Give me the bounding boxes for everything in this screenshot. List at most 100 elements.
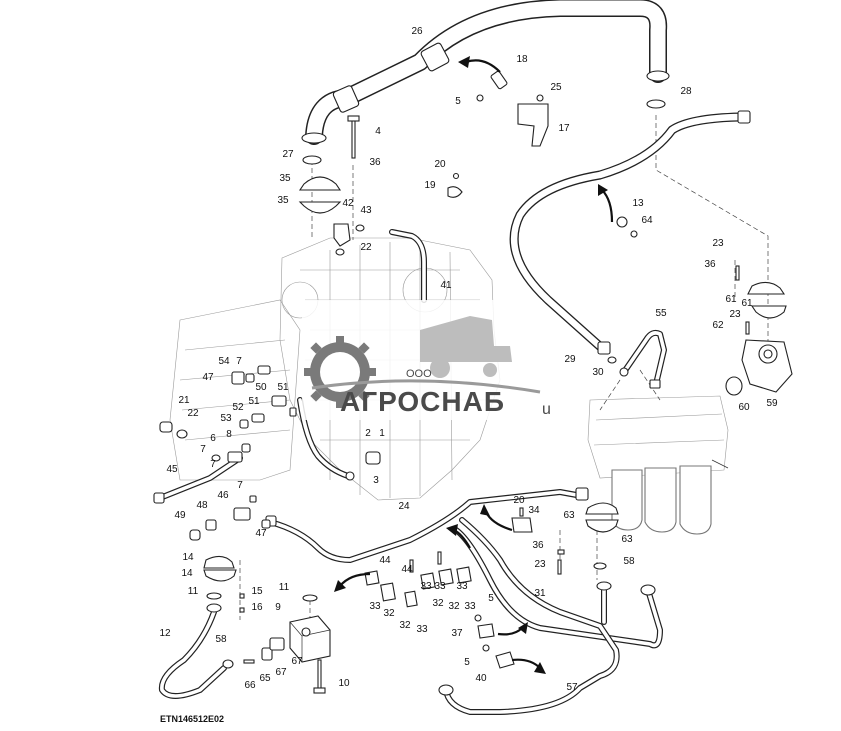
callout-c24: 24 [398,501,410,512]
callout-c20b: 20 [513,495,525,506]
callout-c35b: 35 [277,195,289,206]
callout-c63b: 63 [621,534,633,545]
callout-c33d: 33 [369,601,381,612]
callout-c16: 16 [251,602,263,613]
combine-harvester-icon [420,316,512,378]
callout-c7a: 7 [236,356,242,367]
tube-12 [158,603,227,699]
callout-c11b: 11 [279,582,290,593]
callout-c48: 48 [196,500,208,511]
tube-41 [389,229,427,303]
callout-c29: 29 [564,354,576,365]
watermark-company-prefix: ООО [406,368,432,380]
callout-c1: 1 [379,428,385,439]
callout-c59: 59 [766,398,778,409]
agrosnab-watermark: ООО АГРОСНАБ u [302,300,551,420]
callout-c8: 8 [226,429,232,440]
callout-c7d: 7 [237,480,243,491]
hose-45 [153,455,243,504]
hose-13 [509,110,751,355]
callout-c35a: 35 [279,173,291,184]
callout-c60: 60 [738,402,750,413]
callout-c14a: 14 [182,552,194,563]
callout-c44a: 44 [379,555,391,566]
callout-c14b: 14 [181,568,193,579]
callout-c20a: 20 [434,159,446,170]
callout-c44b: 44 [401,564,413,575]
tube-3 [297,397,351,479]
callout-c43: 43 [360,205,372,216]
callout-c52: 52 [232,402,244,413]
callout-c5a: 5 [455,96,461,107]
callout-c66: 66 [244,680,256,691]
callout-c32d: 32 [399,620,411,631]
small-parts [159,70,793,694]
callout-c51a: 51 [277,382,289,393]
callout-c21: 21 [178,395,190,406]
callout-c18: 18 [516,54,528,65]
callout-c50: 50 [255,382,267,393]
callout-c33b: 33 [434,581,446,592]
callout-c15: 15 [251,586,263,597]
callout-c36a: 36 [369,157,381,168]
callout-c42: 42 [342,198,354,209]
callout-c31: 31 [534,588,546,599]
callout-c30: 30 [592,367,604,378]
tube-31-57 [438,517,663,715]
callout-c6: 6 [210,433,216,444]
callout-c53: 53 [220,413,232,424]
callout-c7c: 7 [210,459,216,470]
callout-c23a: 23 [712,238,724,249]
callout-c11a: 11 [188,586,199,597]
callout-c9: 9 [275,602,281,613]
gear-logo-icon [304,336,376,408]
tube-55 [619,329,667,389]
callout-c33a: 33 [420,581,432,592]
callout-c22a: 22 [360,242,372,253]
callout-c17: 17 [558,123,570,134]
callout-c37: 37 [451,628,463,639]
callout-c67a: 67 [291,656,303,667]
callout-c4: 4 [375,126,381,137]
callout-c26: 26 [411,26,423,37]
callout-c7b: 7 [200,444,206,455]
callout-c49: 49 [174,510,186,521]
callout-c45: 45 [166,464,178,475]
callout-c61a: 61 [725,294,737,305]
callout-c22b: 22 [187,408,199,419]
callout-c36c: 36 [532,540,544,551]
callout-c23c: 23 [534,559,546,570]
drawing-code: ETN146512E02 [160,714,224,724]
callout-c34: 34 [528,505,540,516]
callout-c32a: 32 [383,608,395,619]
callout-c46: 46 [217,490,229,501]
callout-c65: 65 [259,673,271,684]
callout-c23b: 23 [729,309,741,320]
callout-c63a: 63 [563,510,575,521]
callout-c55: 55 [655,308,667,319]
callout-c51b: 51 [248,396,260,407]
callout-c58b: 58 [215,634,227,645]
callout-c64: 64 [641,215,653,226]
callout-c19: 19 [424,180,436,191]
callout-c32c: 32 [448,601,460,612]
callout-c2: 2 [365,428,371,439]
callout-c54: 54 [218,356,230,367]
tube-24 [265,487,589,563]
callout-c5b: 5 [488,593,494,604]
callout-c61b: 61 [741,298,753,309]
callout-c41: 41 [440,280,452,291]
callout-c47b: 47 [255,528,267,539]
callout-c57: 57 [566,682,578,693]
callout-c28: 28 [680,86,692,97]
callout-c33c: 33 [456,581,468,592]
callout-c13: 13 [632,198,644,209]
callout-c33e: 33 [464,601,476,612]
callout-c40: 40 [475,673,487,684]
callout-c25: 25 [550,82,562,93]
callout-c47a: 47 [202,372,214,383]
callout-c10: 10 [338,678,350,689]
watermark-suffix: u [542,401,551,418]
